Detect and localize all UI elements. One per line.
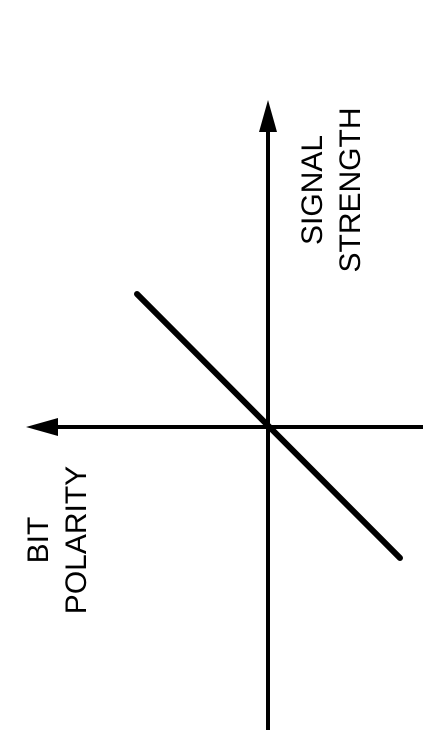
transfer-line bbox=[134, 291, 403, 561]
bit-polarity-label: BIT POLARITY bbox=[22, 466, 93, 614]
signal-strength-label-line1: SIGNAL bbox=[296, 135, 329, 245]
bit-polarity-label-line2: POLARITY bbox=[60, 466, 93, 614]
signal-strength-label: SIGNAL STRENGTH bbox=[296, 108, 367, 273]
signal-strength-label-line2: STRENGTH bbox=[334, 108, 367, 273]
signal-strength-arrowhead bbox=[259, 100, 277, 132]
bit-polarity-arrowhead bbox=[26, 418, 58, 436]
bit-polarity-label-line1: BIT bbox=[22, 517, 55, 564]
